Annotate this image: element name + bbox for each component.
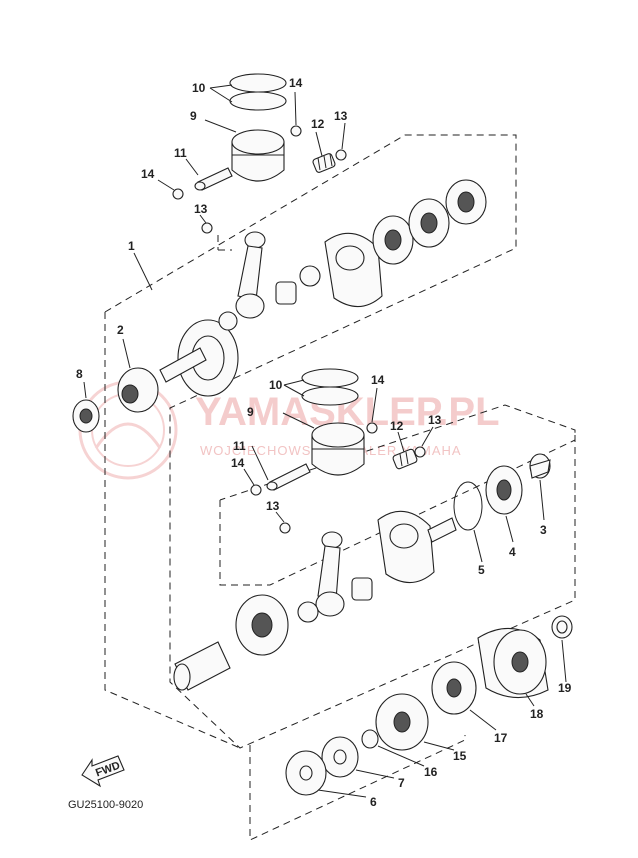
callout-11-upper: 11 [174,146,187,160]
left-crank-web [159,311,239,397]
callout-6: 6 [370,795,377,809]
rotor-15 [375,693,429,751]
callout-7: 7 [398,776,405,790]
oil-seal-8 [72,399,100,433]
upper-connecting-rod [235,231,266,319]
callout-15: 15 [453,749,467,763]
impeller-18 [477,627,549,699]
middle-piston-pin [266,463,311,491]
bearing-4 [485,465,523,515]
middle-crank-parts [297,510,457,623]
callout-14-upper-b: 14 [141,167,155,181]
callout-9-middle: 9 [247,405,254,419]
callout-9-upper: 9 [190,109,197,123]
callout-14-upper-a: 14 [289,76,303,90]
callout-4: 4 [509,545,516,559]
circlip-5 [453,481,483,531]
assembly-boundary-outer [104,134,576,749]
upper-needle-bearing [312,153,336,173]
middle-needle-bearing [392,448,418,470]
collar-3 [529,453,551,479]
callout-13-upper-b: 13 [194,202,208,216]
lower-bearing [235,594,289,656]
callout-13-upper-a: 13 [334,109,348,123]
bearing-2 [117,367,159,413]
callout-14-middle-b: 14 [231,456,245,470]
washer-7 [321,736,359,778]
assembly-boundary-middle [219,404,576,586]
diagram-code: GU25100-9020 [68,799,143,811]
washer-6 [285,750,327,796]
rotor-17 [431,661,477,715]
middle-piston-rings [301,368,359,406]
callout-18: 18 [530,707,544,721]
upper-crank-parts [275,179,487,308]
fwd-arrow: FWD [81,755,125,788]
upper-piston-pin [194,167,233,191]
callout-3: 3 [540,523,547,537]
callout-2: 2 [117,323,124,337]
o-ring-16 [361,729,379,749]
callout-16: 16 [424,765,438,779]
assembly-boundary-left [104,312,241,749]
callout-14-middle-a: 14 [371,373,385,387]
middle-piston [311,422,365,476]
callout-19: 19 [558,681,572,695]
callout-11-middle: 11 [233,439,246,453]
washer-19 [551,615,573,639]
callout-1: 1 [128,239,135,253]
callout-labels: 1 2 3 4 5 6 7 8 9 10 11 12 13 13 14 14 9… [76,76,572,809]
middle-connecting-rod [315,531,345,617]
leader-lines [83,84,567,798]
lower-shaft [173,641,231,691]
assembly-boundary-inner-upper [217,235,232,251]
callout-10-upper: 10 [192,81,206,95]
callout-13-middle-b: 13 [266,499,280,513]
callout-12-middle: 12 [390,419,404,433]
middle-clips [250,422,426,534]
callout-8: 8 [76,367,83,381]
callout-13-middle-a: 13 [428,413,442,427]
upper-piston [231,129,285,182]
callout-5: 5 [478,563,485,577]
callout-12-upper: 12 [311,117,325,131]
callout-10-middle: 10 [269,378,283,392]
upper-clips [172,125,347,234]
upper-piston-rings [229,73,287,111]
callout-17: 17 [494,731,508,745]
